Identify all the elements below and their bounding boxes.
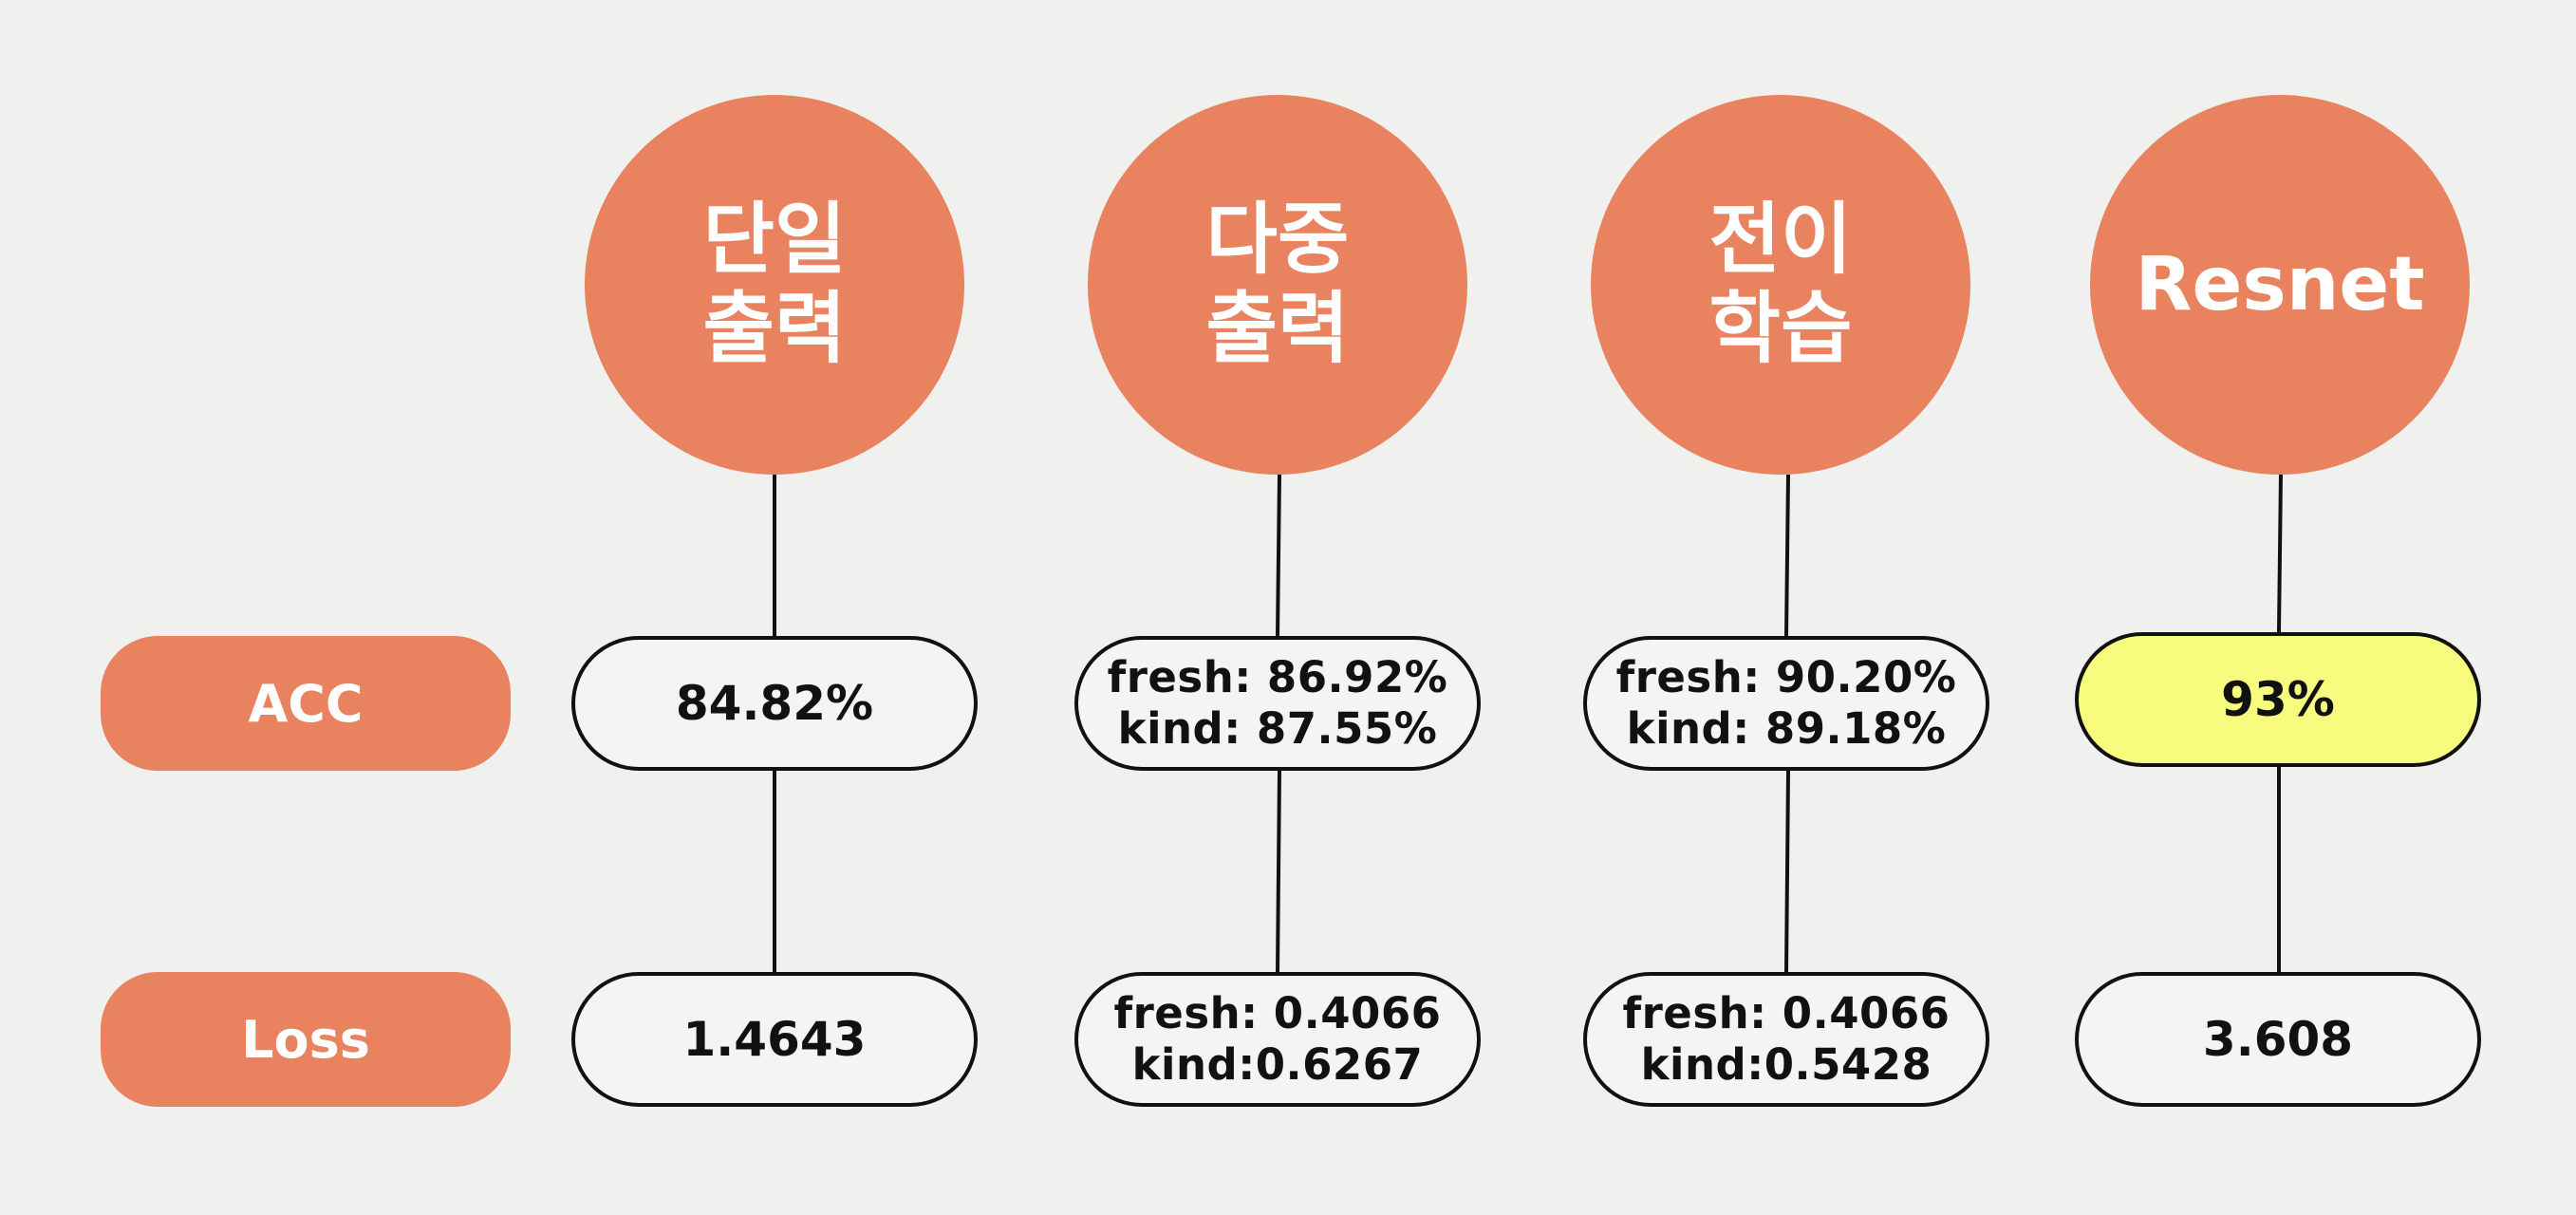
loss-value-kind: kind:0.6267 — [1131, 1039, 1424, 1090]
acc-row-label-text: ACC — [248, 673, 364, 734]
acc-value-kind: kind: 89.18% — [1626, 703, 1947, 754]
loss-row-label: Loss — [101, 972, 511, 1107]
connector-line — [2277, 474, 2283, 633]
model-title-line: 출력 — [1205, 284, 1350, 374]
model-title-line: Resnet — [2135, 242, 2425, 327]
loss-value-box: 3.608 — [2075, 972, 2481, 1107]
loss-row-label-text: Loss — [241, 1009, 370, 1070]
acc-value-box-highlighted: 93% — [2075, 632, 2481, 767]
model-circle-transfer-learning: 전이 학습 — [1591, 95, 1970, 475]
model-title-line: 다중 — [1205, 195, 1350, 285]
model-title-line: 학습 — [1708, 284, 1853, 374]
loss-value-box: 1.4643 — [571, 972, 978, 1107]
loss-value: 1.4643 — [682, 1012, 867, 1067]
model-title-line: 출력 — [702, 284, 847, 374]
acc-value-box: fresh: 90.20% kind: 89.18% — [1583, 636, 1989, 771]
acc-row-label: ACC — [101, 636, 511, 771]
model-circle-resnet: Resnet — [2090, 95, 2470, 475]
loss-value-box: fresh: 0.4066 kind:0.5428 — [1583, 972, 1989, 1107]
model-circle-multi-output: 다중 출력 — [1088, 95, 1467, 475]
loss-value-fresh: fresh: 0.4066 — [1113, 988, 1442, 1038]
connector-line — [1784, 474, 1790, 637]
model-title-line: 전이 — [1708, 195, 1853, 285]
connector-line — [1276, 474, 1281, 637]
acc-value: 84.82% — [675, 676, 874, 731]
loss-value-box: fresh: 0.4066 kind:0.6267 — [1074, 972, 1481, 1107]
model-title-line: 단일 — [702, 195, 847, 285]
loss-value: 3.608 — [2202, 1012, 2354, 1067]
connector-line — [1276, 770, 1281, 973]
acc-value-fresh: fresh: 90.20% — [1615, 652, 1957, 702]
acc-value: 93% — [2221, 672, 2335, 727]
loss-value-fresh: fresh: 0.4066 — [1622, 988, 1951, 1038]
acc-value-box: 84.82% — [571, 636, 978, 771]
acc-value-fresh: fresh: 86.92% — [1107, 652, 1448, 702]
model-circle-single-output: 단일 출력 — [585, 95, 964, 475]
acc-value-kind: kind: 87.55% — [1117, 703, 1438, 754]
connector-line — [1784, 770, 1790, 973]
loss-value-kind: kind:0.5428 — [1640, 1039, 1932, 1090]
acc-value-box: fresh: 86.92% kind: 87.55% — [1074, 636, 1481, 771]
